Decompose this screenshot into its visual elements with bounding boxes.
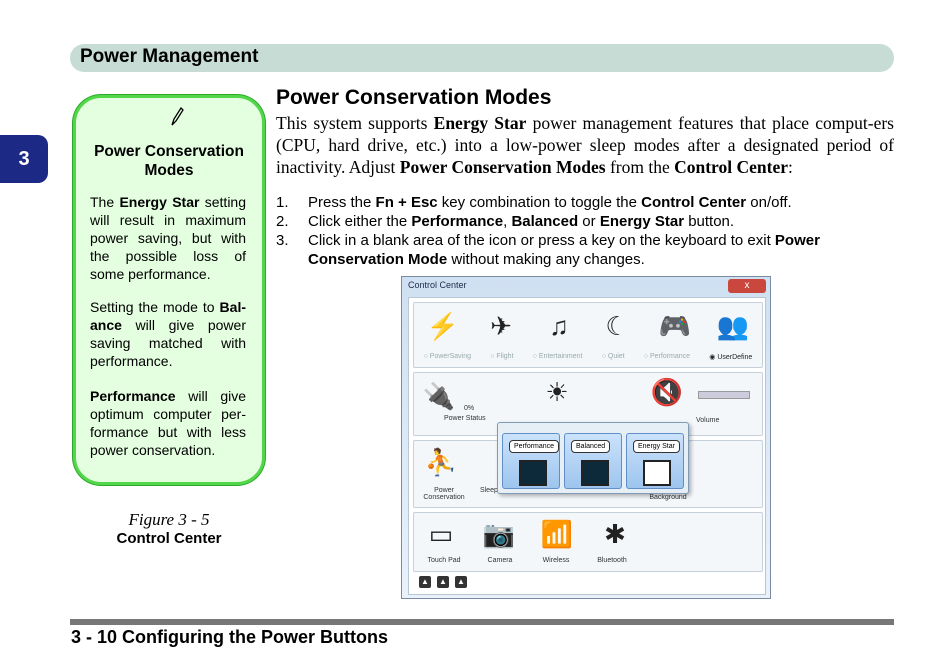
intro-paragraph: This system supports Energy Star power m… [276,113,894,177]
sidebar-paragraph: The Energy Star setting will result in m… [90,194,247,282]
mute-icon[interactable]: 🔇 [650,376,684,407]
window-body: ⚡ ✈ ♫ ☾ 🎮 👥 ○ PowerSaving ○ Flight ○ Ent… [408,297,766,595]
steps-list: 1.Press the Fn + Esc key combination to … [276,193,886,269]
performance-button[interactable]: Performance [502,433,560,489]
section-header: Power Management [80,46,259,67]
close-button[interactable]: x [728,279,766,293]
power-conservation-label: Power Conservation [423,487,465,501]
sidebar-note: Power Conservation Modes The Energy Star… [73,95,265,485]
page-footer: 3 - 10 Configuring the Power Buttons [71,627,389,647]
scroll-lock-icon: ▲ [455,576,467,588]
list-item: 1.Press the Fn + Esc key combination to … [276,194,792,211]
figure-title: Control Center [116,530,222,547]
power-plug-icon: 🔌 [422,380,456,411]
list-item: 3.Click in a blank area of the icon or p… [276,232,820,268]
energy-star-button[interactable]: Energy Star [626,433,684,489]
quiet-icon[interactable]: ☾ [605,310,629,341]
brightness-icon[interactable]: ☀ [545,376,569,407]
bluetooth-label: Bluetooth [597,557,627,564]
balanced-button[interactable]: Balanced [564,433,622,489]
window-title: Control Center [408,280,467,290]
performance-icon[interactable]: 🎮 [658,310,692,341]
sidebar-paragraph: Performance will give optimum computer p… [90,388,246,458]
wireless-label: Wireless [542,557,570,564]
control-center-screenshot: Control Center x ⚡ ✈ ♫ ☾ 🎮 👥 ○ PowerSavi… [401,276,771,599]
footer-rule [70,619,894,625]
volume-label: Volume [696,417,720,424]
user-define-icon[interactable]: 👥 [716,310,750,341]
mode-radio-userdefine[interactable]: ◉ UserDefine [709,354,753,361]
power-saving-icon[interactable]: ⚡ [426,310,460,341]
touch-pad-icon[interactable]: ▭ [428,518,454,549]
mode-radio-flight[interactable]: ○ Flight [490,353,514,360]
power-mode-popup: Performance Balanced Energy Star [497,422,689,494]
page-title: Power Conservation Modes [276,86,552,109]
flight-icon[interactable]: ✈ [490,310,512,341]
mode-radio-entertainment[interactable]: ○ Entertainment [532,353,583,360]
pencil-icon [169,106,185,133]
camera-label: Camera [487,557,513,564]
power-status-value: 0% [464,405,475,412]
list-item: 2.Click either the Performance, Balanced… [276,213,735,230]
entertainment-icon[interactable]: ♫ [549,310,569,341]
figure-number: Figure 3 - 5 [128,510,210,529]
modes-pane: ⚡ ✈ ♫ ☾ 🎮 👥 ○ PowerSaving ○ Flight ○ Ent… [413,302,763,368]
volume-slider[interactable] [698,391,750,399]
mode-radio-quiet[interactable]: ○ Quiet [601,353,625,360]
mode-radio-performance[interactable]: ○ Performance [643,353,691,360]
caps-lock-icon: ▲ [419,576,431,588]
sidebar-title: Power Conservation Modes [94,143,244,179]
wireless-icon[interactable]: 📶 [540,518,574,549]
devices-pane: ▭ 📷 📶 ✱ Touch Pad Camera Wireless Blueto… [413,512,763,572]
mode-radio-powersaving[interactable]: ○ PowerSaving [423,353,472,360]
power-status-label: Power Status [444,415,486,422]
status-pane: 🔌 0% Power Status ☀ 🔇 Volume [413,372,763,436]
touch-pad-label: Touch Pad [427,557,461,564]
camera-icon[interactable]: 📷 [482,518,516,549]
chapter-tab: 3 [0,135,48,183]
bluetooth-icon[interactable]: ✱ [604,518,626,549]
power-conservation-icon[interactable]: ⛹ [424,446,458,477]
header-bar [70,44,894,72]
num-lock-icon: ▲ [437,576,449,588]
sidebar-paragraph: Setting the mode to Bal-ance will give p… [90,299,246,369]
